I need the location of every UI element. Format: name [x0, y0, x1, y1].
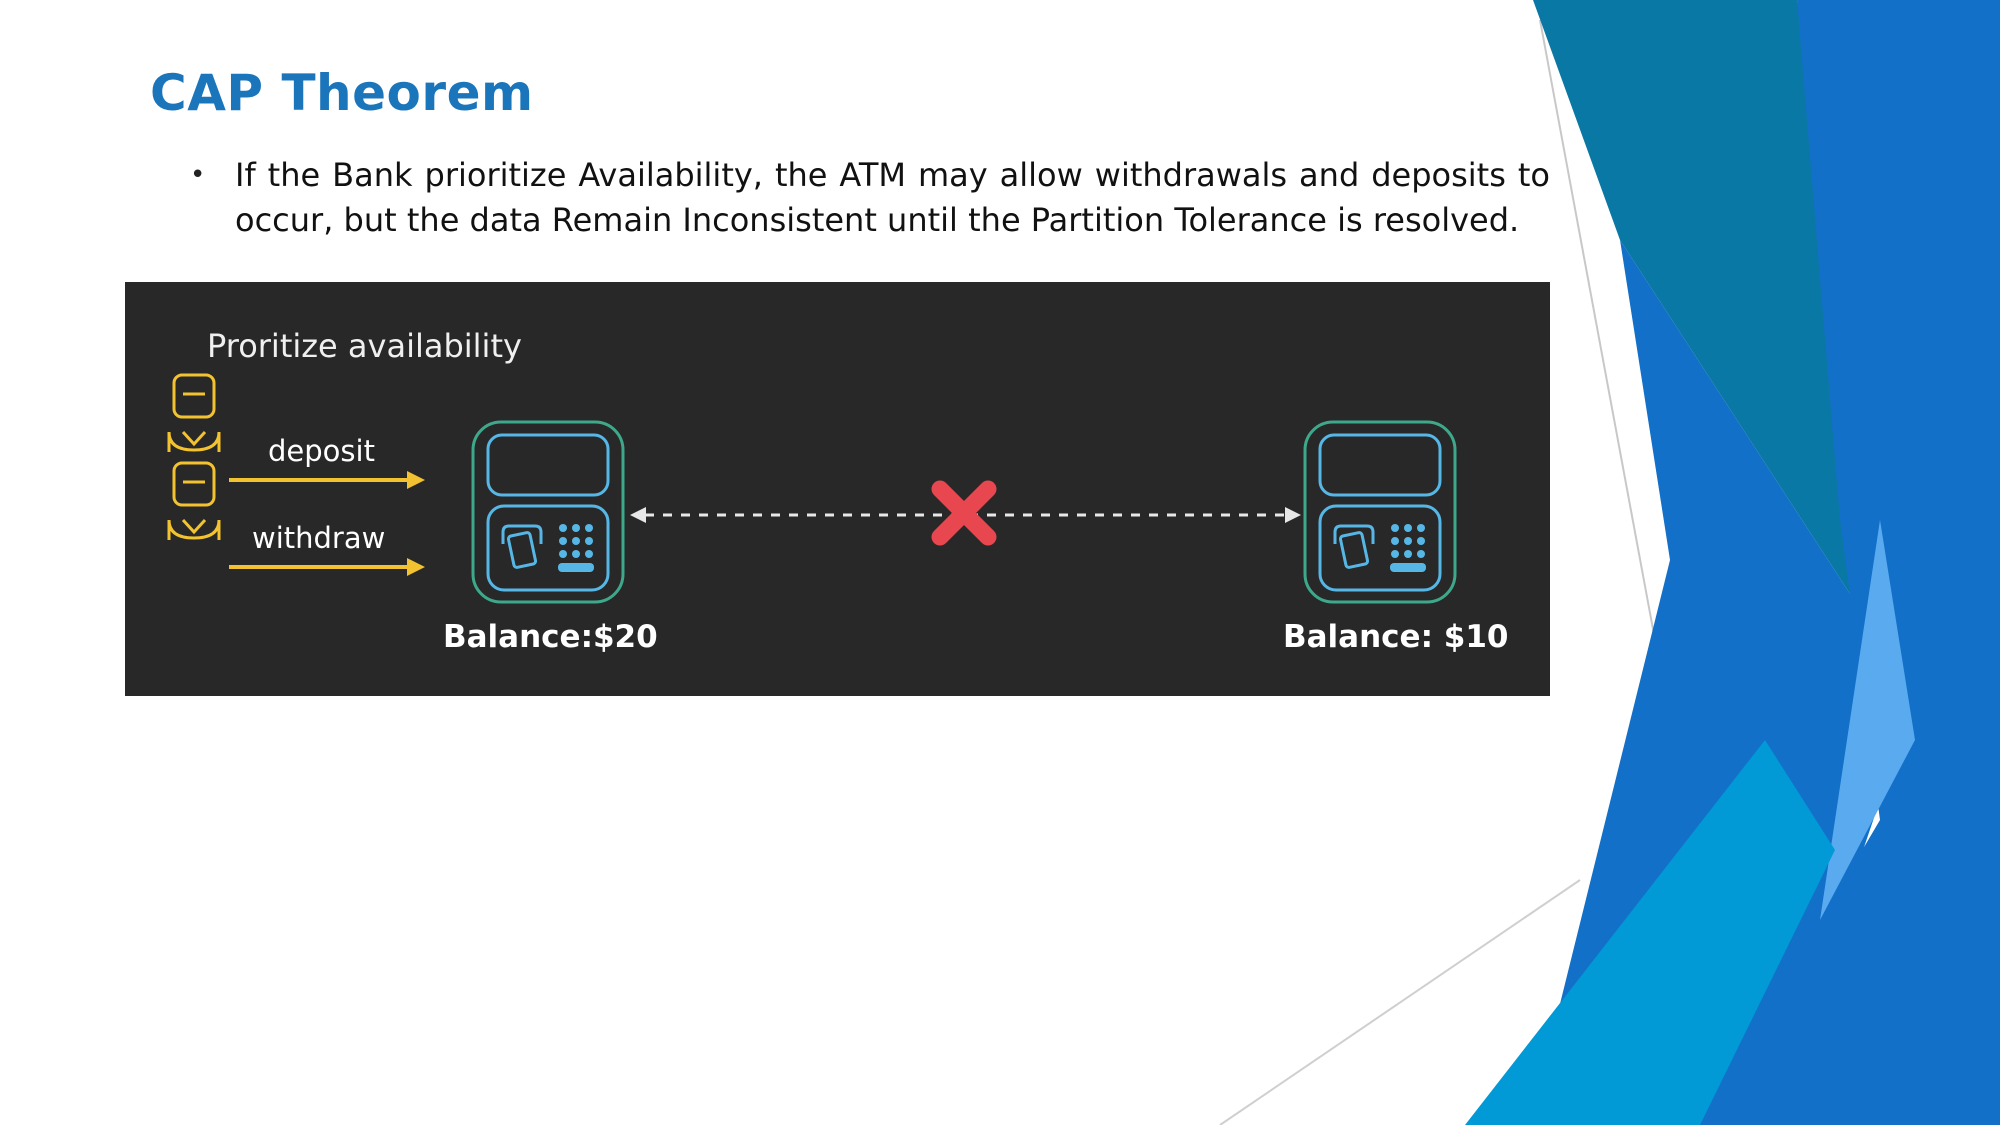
atm-left-balance: Balance:$20: [443, 619, 658, 655]
diagram-background: [125, 282, 1550, 696]
atm-right-balance: Balance: $10: [1283, 619, 1508, 655]
withdraw-label: withdraw: [252, 521, 385, 555]
person-icon: [167, 373, 221, 452]
diagram-heading: Proritize availability: [207, 327, 522, 365]
double-arrow-icon: [630, 507, 1301, 523]
arrow-right-icon: [229, 471, 425, 489]
bullet-text: If the Bank prioritize Availability, the…: [235, 156, 1550, 239]
bullet-marker: •: [190, 160, 206, 190]
slide-title: CAP Theorem: [150, 64, 534, 122]
availability-diagram: Proritize availability deposit withdraw: [125, 282, 1550, 696]
cross-icon: [931, 480, 997, 546]
atm-icon: [471, 420, 625, 604]
atm-icon: [1303, 420, 1457, 604]
arrow-right-icon: [229, 558, 425, 576]
deposit-label: deposit: [268, 434, 375, 468]
person-icon: [167, 461, 221, 540]
